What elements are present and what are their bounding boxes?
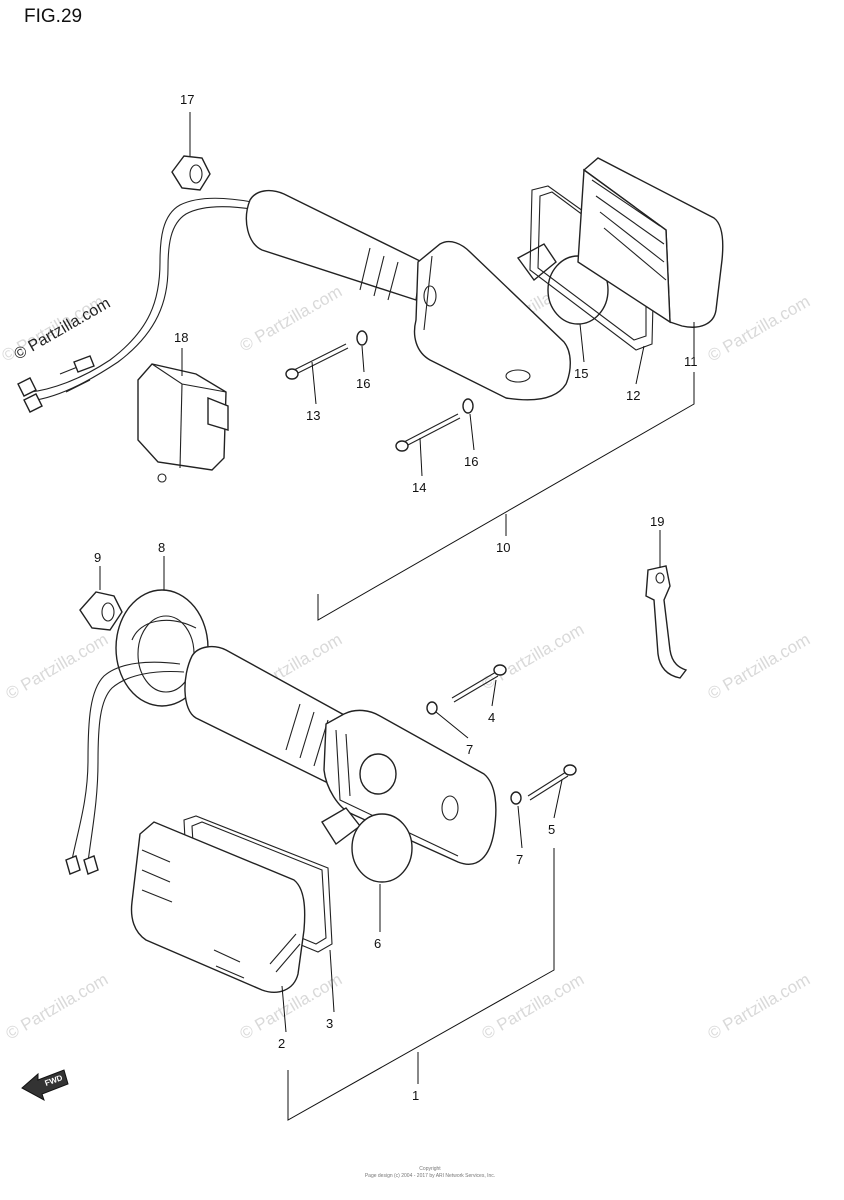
watermark: © Partzilla.com — [705, 630, 814, 704]
part-2-lens — [130, 821, 306, 993]
part-1-stalk — [184, 645, 497, 865]
part-15-bulb — [516, 243, 609, 325]
callout-19: 19 — [650, 514, 664, 529]
callout-12: 12 — [626, 388, 640, 403]
callout-11: 11 — [684, 354, 698, 369]
watermark-layer: © Partzilla.com © Partzilla.com © Partzi… — [0, 270, 814, 1044]
lower-turn-signal-assembly — [65, 565, 688, 993]
forward-arrow-icon: FWD — [21, 1069, 69, 1102]
upper-wire-terminals — [17, 355, 95, 413]
part-9-nut — [79, 591, 123, 631]
leader-lines — [99, 112, 695, 1121]
part-16-washer — [356, 330, 368, 346]
side-watermark: © Partzilla.com — [12, 295, 114, 364]
callout-4: 4 — [488, 710, 495, 725]
watermark: © Partzilla.com — [479, 620, 588, 694]
part-7-washer — [510, 791, 522, 805]
callout-7: 7 — [466, 742, 473, 757]
part-14-screw — [395, 413, 461, 452]
callout-3: 3 — [326, 1016, 333, 1031]
callout-6: 6 — [374, 936, 381, 951]
copyright-footer: Copyright Page design (c) 2004 - 2017 by… — [330, 1166, 530, 1180]
watermark: © Partzilla.com — [705, 292, 814, 366]
callout-17: 17 — [180, 92, 194, 107]
callout-18: 18 — [174, 330, 188, 345]
callout-7: 7 — [516, 852, 523, 867]
part-7-washer — [426, 701, 438, 715]
callout-10: 10 — [496, 540, 510, 555]
watermark: © Partzilla.com — [479, 970, 588, 1044]
part-19-clamp — [645, 565, 688, 679]
part-6-bulb — [321, 807, 413, 883]
part-12-gasket — [529, 185, 655, 351]
part-16-washer — [462, 398, 474, 414]
part-18-relay — [137, 363, 229, 483]
part-13-screw — [285, 343, 349, 380]
part-10-stalk — [245, 189, 571, 401]
callout-16: 16 — [356, 376, 370, 391]
callout-14: 14 — [412, 480, 426, 495]
watermark: © Partzilla.com — [705, 970, 814, 1044]
part-17-nut — [171, 155, 211, 191]
watermark: © Partzilla.com — [237, 282, 346, 356]
callout-2: 2 — [278, 1036, 285, 1051]
callout-16: 16 — [464, 454, 478, 469]
callout-labels: 17 18 13 16 14 16 15 12 11 10 19 8 9 4 7… — [94, 92, 698, 1103]
callout-1: 1 — [412, 1088, 419, 1103]
upper-wire — [29, 197, 253, 393]
watermark: © Partzilla.com — [3, 970, 112, 1044]
lower-wire-terminals — [65, 855, 99, 875]
upper-turn-signal-assembly — [17, 155, 724, 483]
part-5-screw — [527, 764, 577, 801]
callout-5: 5 — [548, 822, 555, 837]
part-11-lens — [577, 157, 724, 328]
callout-8: 8 — [158, 540, 165, 555]
lower-wire — [71, 661, 181, 861]
callout-13: 13 — [306, 408, 320, 423]
callout-9: 9 — [94, 550, 101, 565]
lower-wire — [87, 671, 185, 863]
callout-15: 15 — [574, 366, 588, 381]
footer-line-2: Page design (c) 2004 - 2017 by ARI Netwo… — [364, 1173, 496, 1179]
footer-line-1: Copyright — [419, 1166, 441, 1172]
figure-title: FIG.29 — [24, 6, 83, 27]
upper-wire — [35, 206, 259, 401]
part-4-screw — [451, 664, 507, 703]
